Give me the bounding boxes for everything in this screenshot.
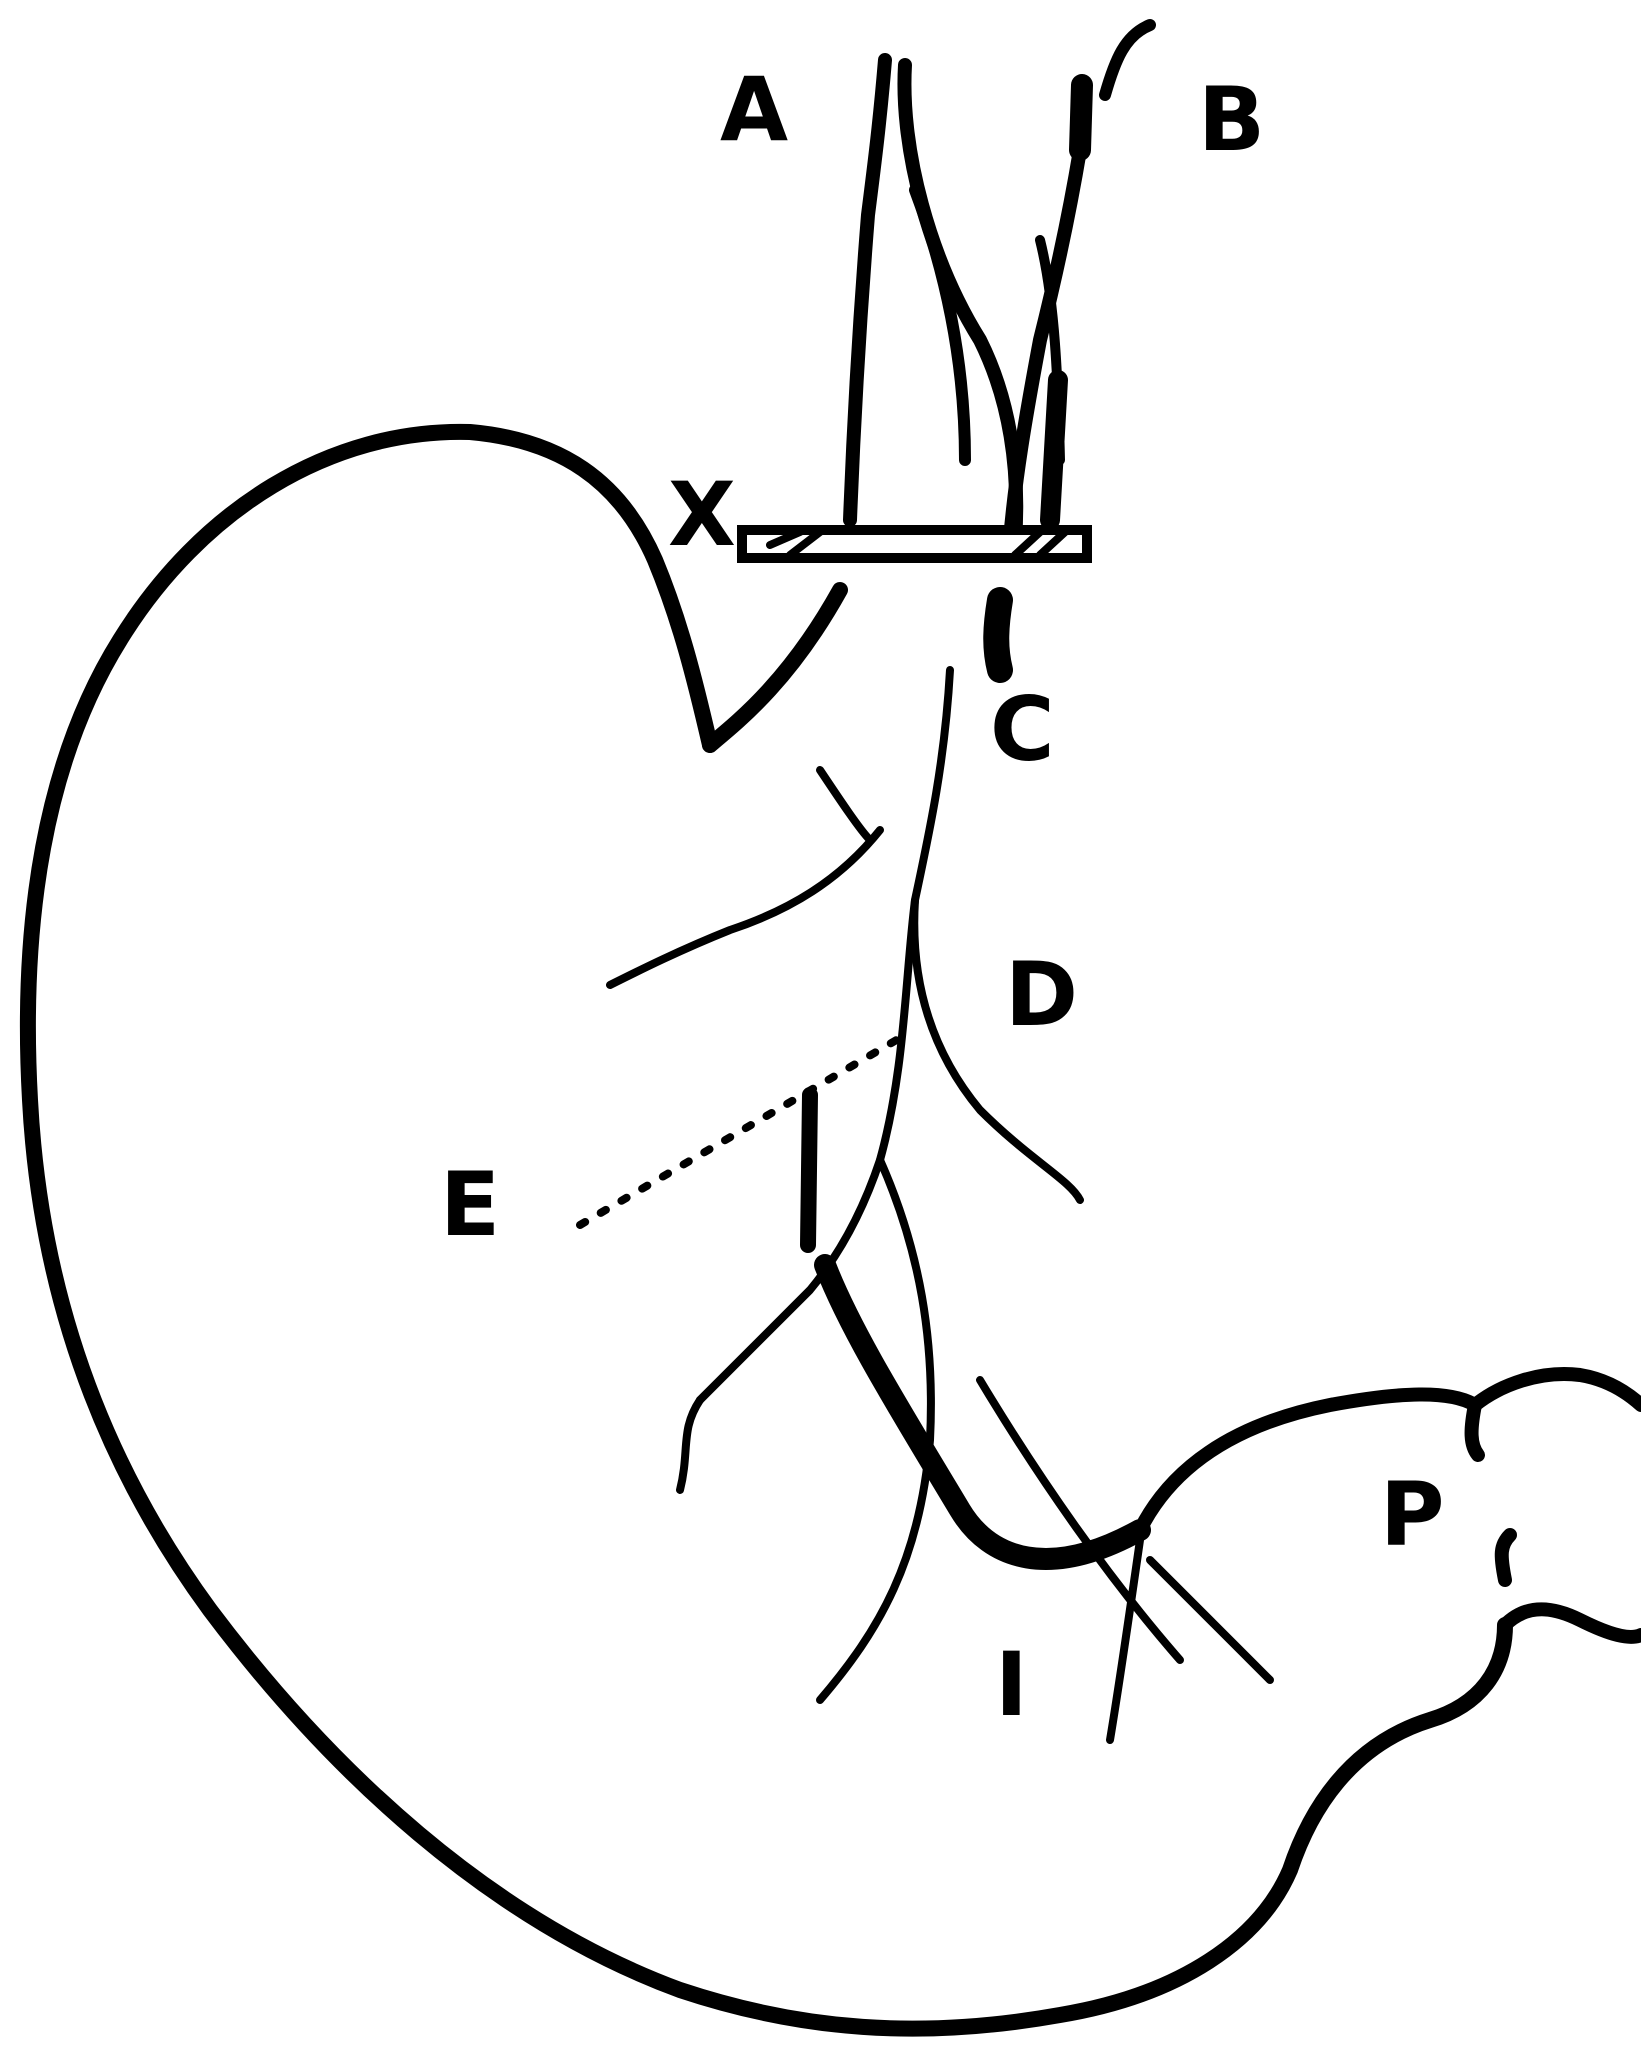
label-i: I bbox=[995, 1633, 1028, 1736]
label-x: X bbox=[668, 463, 736, 566]
label-a: A bbox=[720, 58, 788, 161]
clamp-bar bbox=[742, 530, 1087, 558]
stomach-outline bbox=[28, 432, 1641, 2029]
label-d: D bbox=[1005, 943, 1078, 1046]
label-p: P bbox=[1380, 1463, 1445, 1566]
label-b: B bbox=[1198, 68, 1265, 171]
leader-line-e bbox=[580, 1035, 905, 1225]
label-e: E bbox=[440, 1153, 500, 1256]
nerve-branches bbox=[610, 670, 1270, 1740]
label-c: C bbox=[990, 678, 1055, 781]
oesophagus bbox=[850, 25, 1150, 670]
